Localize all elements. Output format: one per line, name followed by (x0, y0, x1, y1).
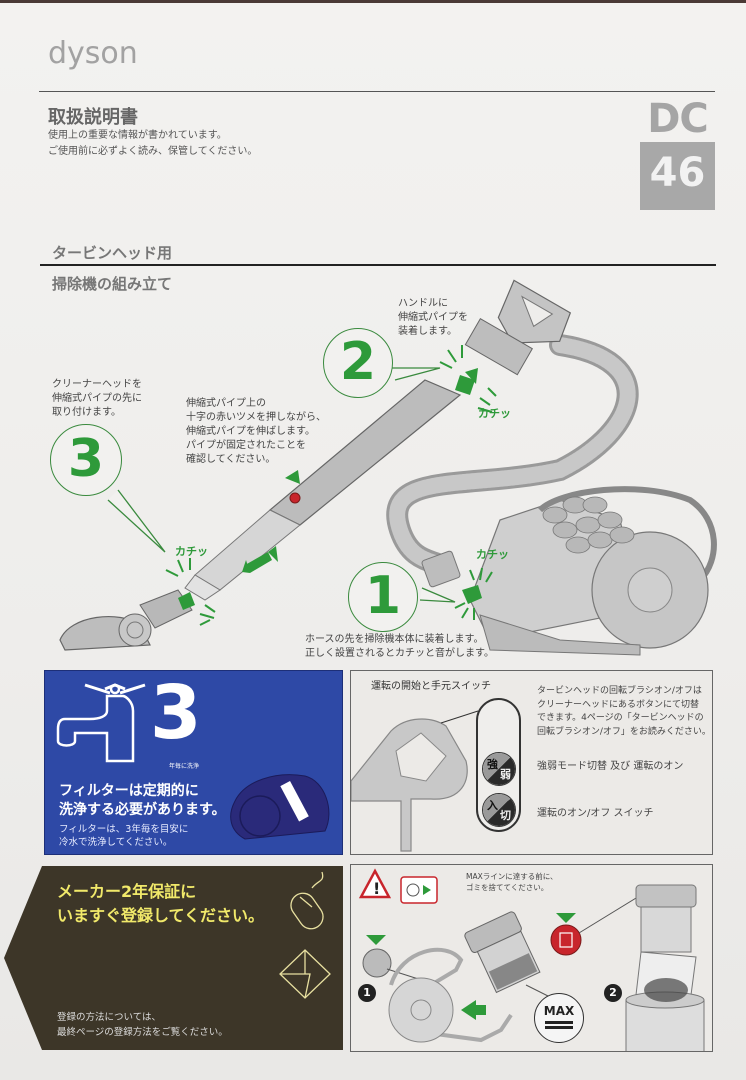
handle (464, 279, 572, 376)
header-divider (39, 91, 715, 92)
warranty-body: 登録の方法については、 最終ページの登録方法をご覧ください。 (57, 1012, 228, 1038)
step-marker-2: 2 (604, 984, 622, 1002)
section-divider (40, 264, 716, 266)
bin-and-trash (625, 884, 705, 1051)
warranty-banner-bg (4, 866, 343, 1050)
click-label: カチッ (175, 545, 208, 558)
cleaner-head (59, 589, 193, 651)
model-badge: DC 46 (640, 98, 715, 210)
step-3-note: クリーナーヘッドを 伸縮式パイプの先に 取り付けます。 (52, 379, 142, 418)
page-subtitle: 使用上の重要な情報が書かれています。 ご使用前に必ずよく読み、保管してください。 (48, 128, 257, 160)
mouse-icon (290, 871, 324, 930)
assembly-illustration (59, 279, 717, 656)
step-1-note: ホースの先を掃除機本体に装着します。 正しく設置されるとカチッと音がします。 (305, 634, 494, 659)
section-heading: 掃除機の組み立て (52, 275, 173, 293)
model-prefix: DC (647, 96, 709, 142)
filter-wash-panel: 3 年毎に洗浄 フィルターは定期的に 洗浄する必要があります。 フィルターは、3… (44, 670, 343, 855)
handle-illustration (351, 710, 479, 852)
page-edge (0, 0, 746, 3)
power-mode-button[interactable]: 強 弱 (482, 752, 516, 786)
click-label: カチッ (476, 548, 509, 561)
telescopic-pipe (184, 379, 462, 601)
max-line-indicator: MAX (534, 993, 584, 1043)
on-off-label: 運転のオン/オフ スイッチ (537, 808, 654, 819)
wash-interval-caption: 年毎に洗浄 (169, 763, 200, 770)
click-label: カチッ (478, 407, 511, 420)
step-marker-1: 1 (358, 984, 376, 1002)
warranty-registration-panel: メーカー2年保証に いますぐ登録してください。 登録の方法については、 最終ペー… (0, 862, 343, 1052)
pipe-extension-note: 伸縮式パイプ上の 十字の赤いツメを押しながら、 伸縮式パイプを伸ばします。 パイ… (186, 398, 326, 465)
section-label: タービンヘッド用 (52, 244, 173, 262)
power-mode-label: 強弱モード切替 及び 運転のオン (537, 761, 684, 772)
step-2-note: ハンドルに 伸縮式パイプを 装着します。 (398, 298, 468, 337)
bin-emptying-panel: ! (350, 864, 713, 1052)
vacuum-body (469, 486, 717, 656)
filter-body: フィルターは、3年毎を目安に 冷水で洗浄してください。 (59, 824, 189, 848)
on-off-button[interactable]: 入 切 (482, 793, 516, 827)
step-3-badge: 3 (50, 424, 122, 496)
model-number: 46 (640, 142, 715, 210)
wash-interval-number: 3 (150, 670, 202, 756)
switch-panel-title: 運転の開始と手元スイッチ (371, 681, 491, 692)
unplug-icon (400, 876, 438, 904)
vacuum-silhouette-icon (230, 774, 330, 840)
step-1-badge: 1 (348, 562, 418, 632)
envelope-icon (279, 949, 331, 999)
page-title: 取扱説明書 (48, 107, 138, 128)
svg-text:!: ! (373, 879, 380, 898)
bin-emptying-illustration: ! (358, 868, 705, 1051)
dyson-logo: dyson (48, 36, 138, 71)
filter-heading: フィルターは定期的に 洗浄する必要があります。 (59, 783, 226, 818)
handle-switch-closeup: 強 弱 入 切 (476, 698, 521, 832)
subtitle-line: 使用上の重要な情報が書かれています。 (48, 130, 227, 141)
subtitle-line: ご使用前に必ずよく読み、保管してください。 (48, 146, 258, 157)
step-2-badge: 2 (323, 328, 393, 398)
switch-panel: 運転の開始と手元スイッチ 強 弱 入 切 タービンヘッドの回転ブラシオン/オフは… (350, 670, 713, 855)
faucet-icon (56, 683, 146, 763)
turbine-brush-note: タービンヘッドの回転ブラシオン/オフは クリーナーヘッドにあるボタンにて切替 で… (537, 686, 711, 737)
warranty-heading: メーカー2年保証に いますぐ登録してください。 (57, 882, 265, 925)
max-line-note: MAXラインに達する前に、 ゴミを捨ててください。 (466, 872, 558, 892)
warning-icon: ! (358, 868, 392, 899)
